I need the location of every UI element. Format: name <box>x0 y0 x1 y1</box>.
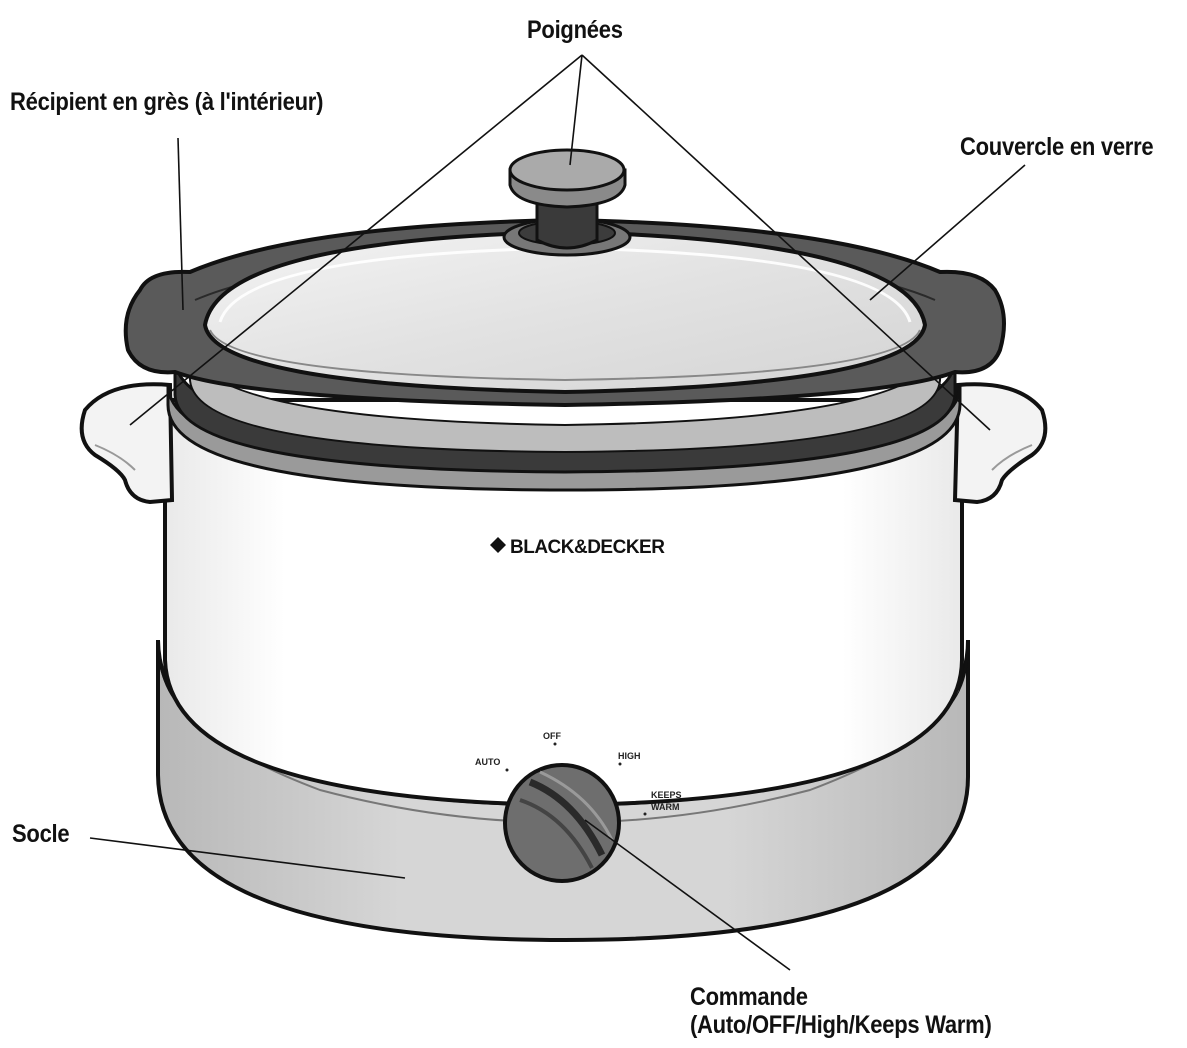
label-glass-lid: Couvercle en verre <box>960 133 1154 161</box>
dial-label-warm: WARM <box>651 802 680 812</box>
leader-base <box>89 837 406 879</box>
label-base: Socle <box>12 820 70 848</box>
dial-markings: AUTO OFF HIGH KEEPS WARM <box>475 731 682 816</box>
lid-knob <box>502 148 632 257</box>
brand-text: BLACK&DECKER <box>510 537 665 558</box>
label-control-line2: (Auto/OFF/High/Keeps Warm) <box>690 1011 992 1039</box>
leader-handles-knob <box>569 54 583 166</box>
label-handles: Poignées <box>527 16 623 44</box>
side-handle-right <box>952 382 1048 505</box>
leader-stoneware <box>177 137 184 311</box>
label-stoneware: Récipient en grès (à l'intérieur) <box>10 88 324 116</box>
brand-diamond-icon <box>490 537 506 553</box>
dial-label-keeps: KEEPS <box>651 790 682 800</box>
control-knob[interactable] <box>503 763 621 883</box>
stoneware-rim <box>166 344 962 492</box>
leader-lines <box>89 54 1026 971</box>
dial-label-high: HIGH <box>618 751 641 761</box>
dial-label-auto: AUTO <box>475 757 500 767</box>
leader-handles-left <box>129 54 583 426</box>
brand-logo: BLACK&DECKER <box>490 537 666 558</box>
label-control-line1: Commande <box>690 983 808 1011</box>
dial-label-off: OFF <box>543 731 561 741</box>
leader-lid <box>869 164 1026 301</box>
leader-handles-right <box>581 54 991 431</box>
side-handle-left <box>79 382 175 505</box>
leader-control <box>584 819 791 971</box>
